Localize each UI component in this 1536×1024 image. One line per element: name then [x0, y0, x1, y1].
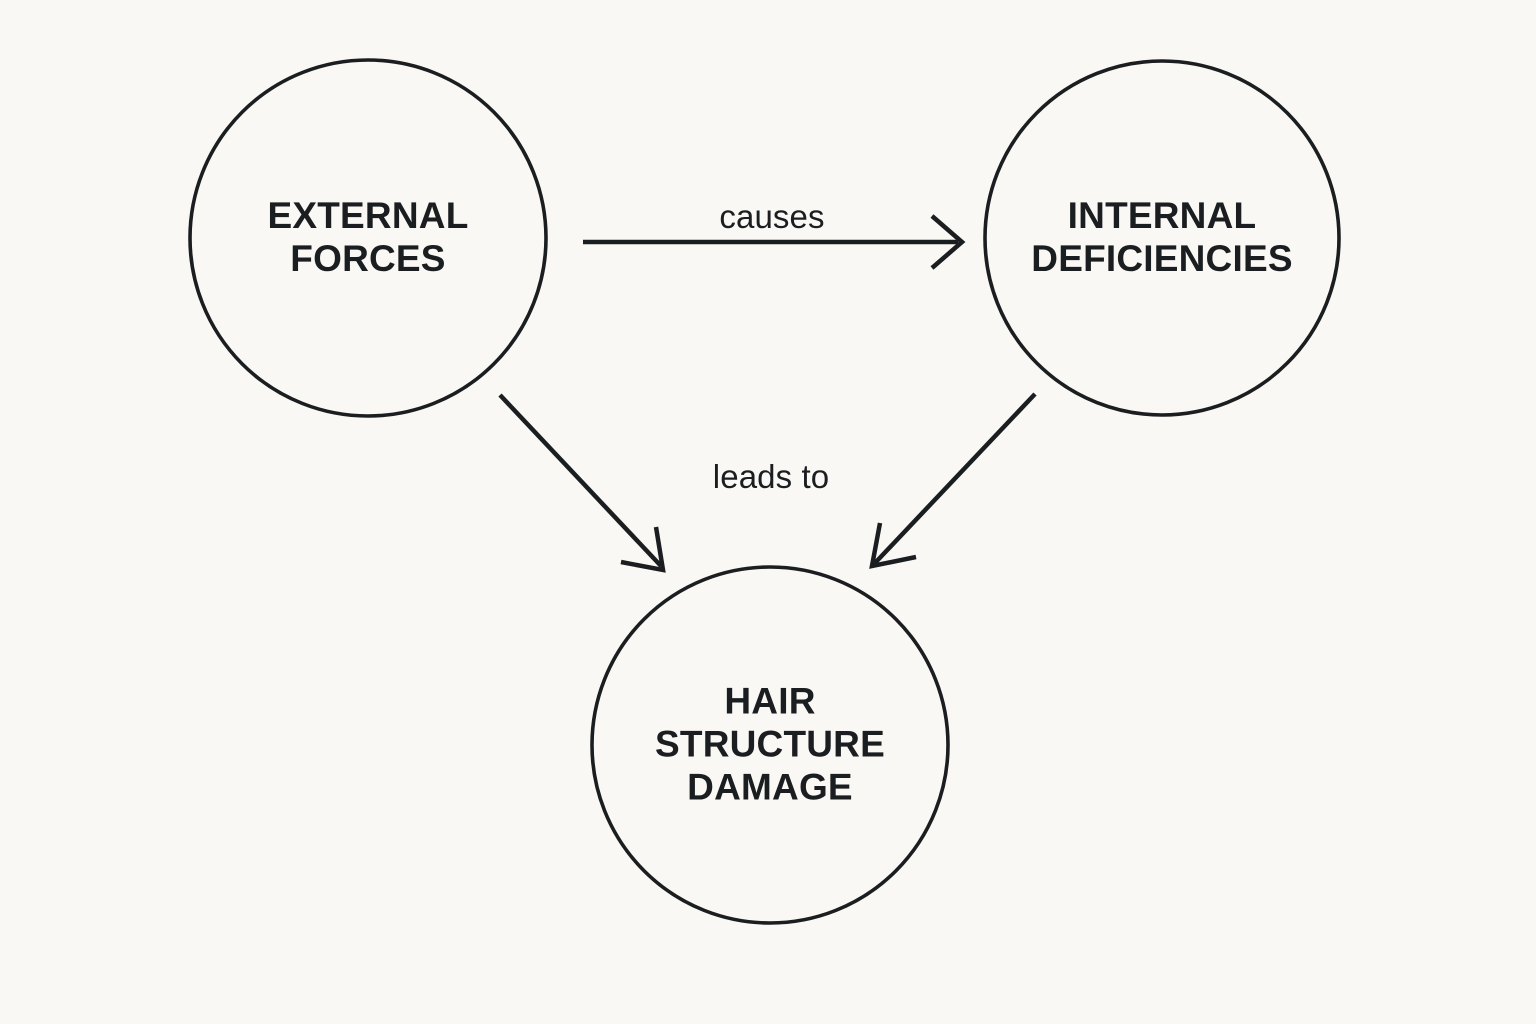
node-circle-hair-structure-damage[interactable]	[590, 565, 950, 925]
node-circle-internal-deficiencies[interactable]	[983, 59, 1341, 417]
edge-external-to-damage	[498, 393, 666, 573]
edge-line-leads-to-right	[873, 392, 1037, 565]
arrowhead-icon-causes	[930, 214, 966, 270]
arrowhead-icon-leads-to-right	[869, 522, 917, 569]
node-circle-external-forces[interactable]	[188, 58, 548, 418]
edge-line-leads-to-left	[498, 393, 663, 568]
edge-external-to-internal	[583, 214, 966, 270]
arrowhead-icon-leads-to-left	[620, 526, 666, 573]
edge-internal-to-damage	[869, 392, 1037, 569]
